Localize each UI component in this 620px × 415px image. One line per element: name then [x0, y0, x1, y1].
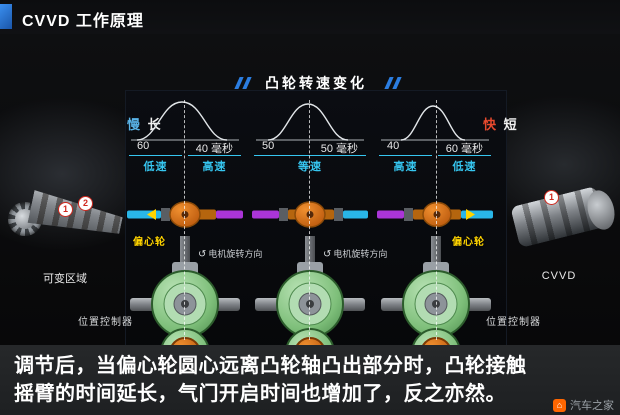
cam-speed-title-row: 凸轮转速变化 [125, 73, 507, 93]
motor-direction-label: ↺电机旋转方向 [198, 247, 262, 260]
cam-center [306, 211, 314, 218]
motor-direction-label: ↺电机旋转方向 [323, 247, 387, 260]
camshaft-body [26, 181, 127, 251]
closed-duration-value: 40 毫秒 [195, 143, 233, 155]
camshaft-svg [377, 201, 493, 228]
description-panel: 调节后，当偏心轮圆心远离凸轮轴凸出部分时，凸轮接触 摇臂的时间延长，气门开启时间… [0, 345, 620, 415]
autohome-logo-icon: ⌂ [553, 398, 566, 412]
camshaft-diagram-1 [125, 194, 245, 235]
adjust-arrow-left-icon [147, 209, 156, 220]
cvvd-caption: CVVD [541, 270, 577, 282]
lift-curve-svg [381, 105, 489, 141]
page-title: CVVD 工作原理 [22, 13, 144, 30]
closed-duration-value: 60 毫秒 [445, 143, 483, 155]
closed-duration-value: 50 毫秒 [320, 143, 358, 155]
speed-labels: 低速 高速 [125, 155, 245, 174]
speed-label-left: 低速 [129, 155, 182, 174]
alignment-dashed-line [184, 100, 185, 340]
eccentric-wheel-label: 偏心轮 [133, 237, 166, 248]
valve-lift-curve-2 [250, 96, 370, 144]
marker-1: 1 [58, 202, 73, 217]
hub-center [181, 300, 189, 308]
alignment-dashed-line [309, 100, 310, 340]
watermark-brand: 汽车之家 [570, 400, 614, 412]
shaft-coupler [161, 208, 170, 221]
marker-1: 1 [544, 190, 559, 205]
duration-values: 40 60 毫秒 [375, 140, 495, 156]
rotation-arrow-icon: ↺ [198, 249, 207, 260]
diagram-stage: 凸轮转速变化 慢 长 快 短 [0, 34, 620, 379]
speed-label-right: 低速 [438, 155, 491, 174]
fast-short-tag: 快 短 [483, 114, 519, 133]
open-duration-value: 50 [262, 140, 275, 152]
header-accent-bar [0, 4, 12, 29]
position-controller-label-left: 位置控制器 [78, 317, 133, 328]
hub-center [306, 300, 314, 308]
shaft-coupler [334, 208, 343, 221]
valve-lift-curve-1 [125, 96, 245, 144]
slow-label: 慢 [127, 117, 143, 132]
lift-curve [136, 101, 228, 141]
decorative-tick-icon [383, 77, 402, 89]
marker-2: 2 [78, 196, 93, 211]
open-duration-value: 40 [387, 140, 400, 152]
watermark: ⌂ 汽车之家 [553, 397, 614, 413]
speed-label-left: 高速 [379, 155, 432, 174]
variable-area-caption: 可变区域 [43, 273, 87, 285]
decorative-tick-icon [233, 77, 252, 89]
header-bar: CVVD 工作原理 [0, 0, 620, 34]
camshaft-svg [127, 201, 243, 228]
camshaft-diagram-2 [250, 194, 370, 235]
cam-speed-title: 凸轮转速变化 [265, 75, 367, 91]
adjust-arrow-right-icon [466, 209, 475, 220]
shaft-coupler [279, 208, 288, 221]
fast-label: 快 [483, 117, 499, 132]
duration-values: 60 40 毫秒 [125, 140, 245, 156]
variable-area-photo: 1 2 [6, 168, 124, 268]
lift-curve [267, 103, 349, 141]
eccentric-wheel-label: 偏心轮 [452, 237, 485, 248]
duration-values: 50 50 毫秒 [250, 140, 370, 156]
description-line-1: 调节后，当偏心轮圆心远离凸轮轴凸出部分时，凸轮接触 [14, 355, 527, 377]
shaft-segment-cyan [343, 210, 368, 219]
description-line-2: 摇臂的时间延长，气门开启时间也增加了，反之亦然。 [14, 383, 506, 405]
short-label: 短 [503, 117, 519, 132]
shaft-segment-purple [377, 210, 404, 219]
cam-center [181, 211, 189, 218]
motor-direction-text: 电机旋转方向 [208, 249, 263, 259]
speed-labels: 高速 低速 [375, 155, 495, 174]
motor-direction-text: 电机旋转方向 [333, 249, 388, 259]
shaft-segment-purple [252, 210, 279, 219]
rotation-arrow-icon: ↺ [323, 249, 332, 260]
cvvd-unit-photo: 1 [500, 168, 619, 268]
camshaft-diagram-3 [375, 194, 495, 235]
open-duration-value: 60 [137, 140, 150, 152]
speed-label-right: 高速 [188, 155, 241, 174]
shaft-coupler [404, 208, 413, 221]
alignment-dashed-line [436, 100, 437, 340]
camshaft-svg [252, 201, 368, 228]
cam-follower-link [305, 236, 315, 262]
lift-curve-svg [256, 103, 364, 141]
speed-label-center: 等速 [254, 155, 366, 174]
lift-curve-svg [131, 101, 239, 141]
shaft-segment-purple [216, 210, 243, 219]
long-label: 长 [147, 117, 163, 132]
shaft-segment-cyan [461, 210, 493, 219]
position-controller-label-right: 位置控制器 [486, 317, 541, 328]
cam-follower-link [180, 236, 190, 262]
lift-curve [400, 105, 466, 141]
valve-lift-curve-3 [375, 96, 495, 144]
speed-labels: 等速 [250, 155, 370, 174]
cam-center [433, 211, 441, 218]
slow-long-tag: 慢 长 [127, 114, 163, 133]
